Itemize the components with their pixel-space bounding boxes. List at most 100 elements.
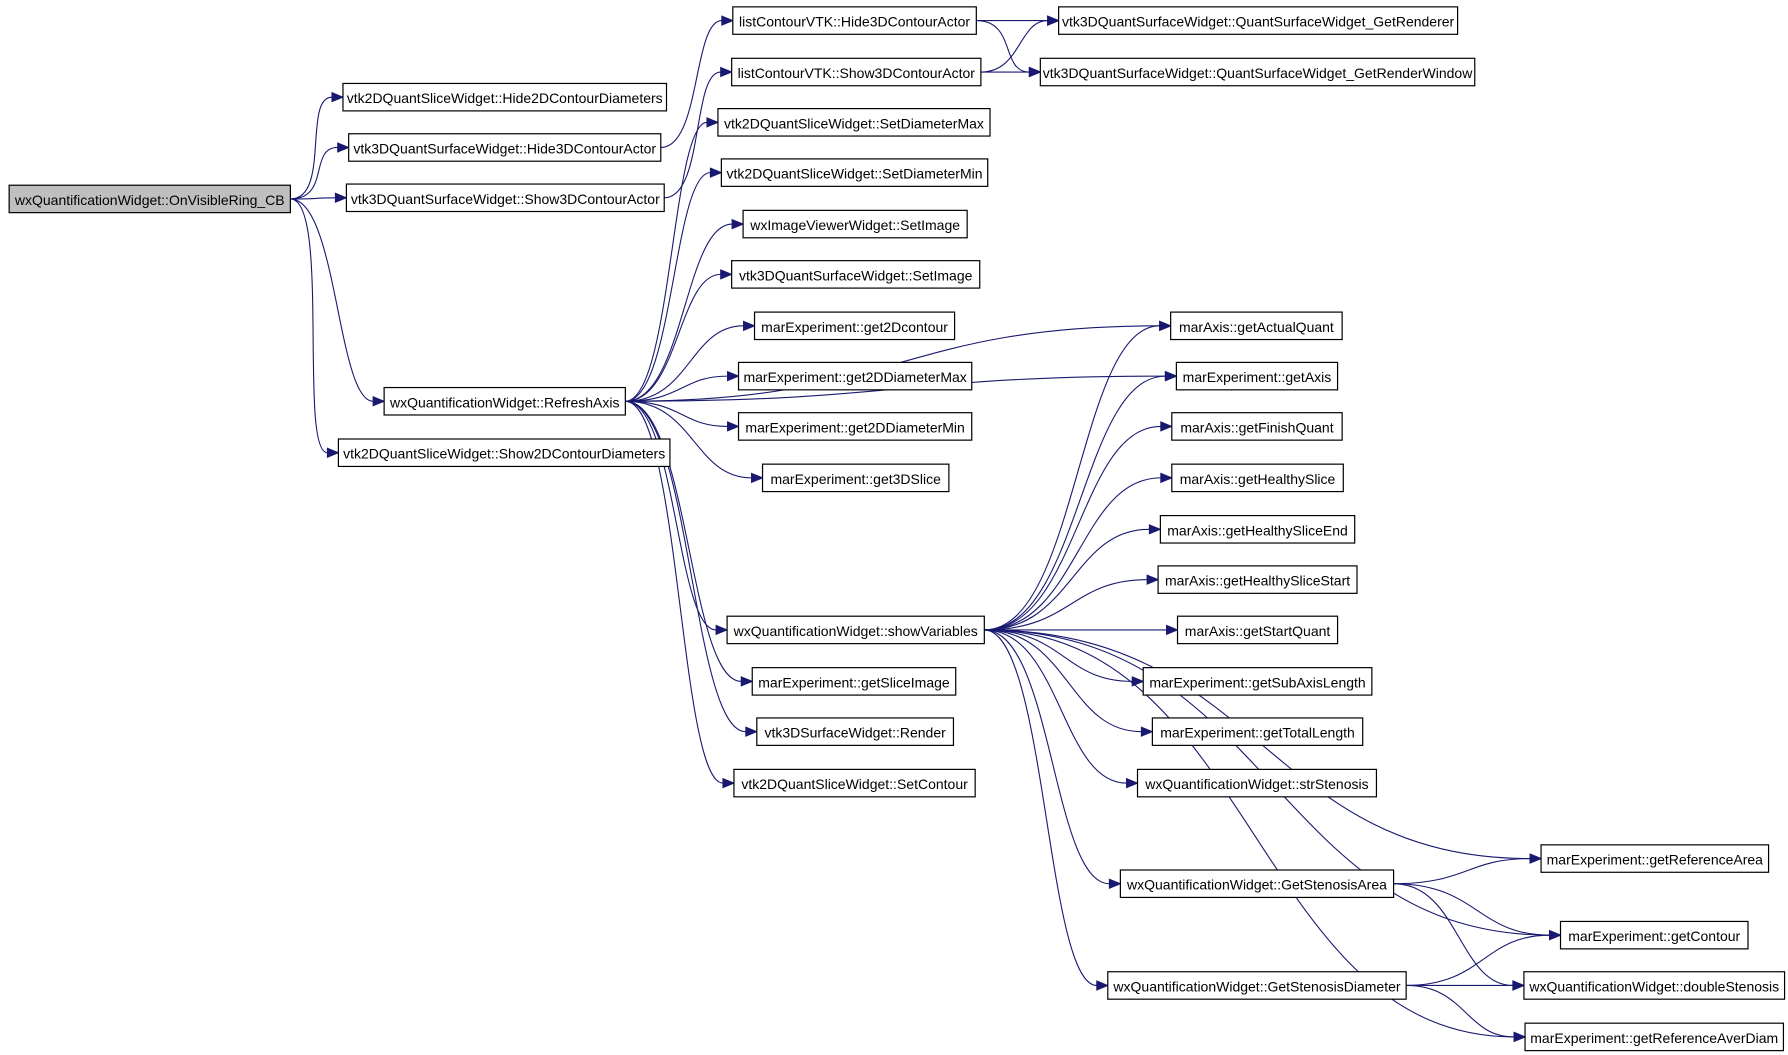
node-box[interactable] <box>1107 971 1407 1000</box>
graph-node[interactable]: vtk2DQuantSliceWidget::SetContour <box>733 768 976 798</box>
node-box[interactable] <box>1151 717 1364 746</box>
graph-node[interactable]: vtk3DQuantSurfaceWidget::Hide3DContourAc… <box>348 133 662 162</box>
graph-node[interactable]: vtk3DQuantSurfaceWidget::QuantSurfaceWid… <box>1058 6 1459 35</box>
node-label: marExperiment::get2DDiameterMin <box>745 419 964 435</box>
node-box[interactable] <box>1170 311 1343 341</box>
graph-node[interactable]: marAxis::getHealthySliceEnd <box>1159 514 1356 544</box>
edge-n18-n24 <box>984 425 1161 631</box>
graph-node[interactable]: vtk2DQuantSliceWidget::SetDiameterMin <box>720 158 989 187</box>
node-box[interactable] <box>761 463 950 493</box>
graph-node[interactable]: marExperiment::get2DDiameterMax <box>737 361 973 391</box>
node-box[interactable] <box>742 209 968 239</box>
edge-n4-n10 <box>625 121 708 402</box>
node-box[interactable] <box>1176 615 1339 645</box>
graph-node[interactable]: marAxis::getStartQuant <box>1176 615 1339 645</box>
edge-n4-n11 <box>625 172 711 402</box>
node-box[interactable] <box>1039 57 1476 87</box>
arrowhead-icon <box>1108 878 1122 889</box>
node-box[interactable] <box>8 184 291 214</box>
arrowhead-icon <box>1548 929 1562 941</box>
graph-node[interactable]: vtk3DSurfaceWidget::Render <box>756 717 955 746</box>
node-box[interactable] <box>1540 844 1770 873</box>
graph-node[interactable]: marExperiment::getSubAxisLength <box>1142 667 1373 696</box>
node-label: vtk2DQuantSliceWidget::SetDiameterMin <box>727 166 983 182</box>
graph-node[interactable]: wxQuantificationWidget::GetStenosisArea <box>1119 869 1395 899</box>
graph-node[interactable]: wxImageViewerWidget::SetImage <box>742 209 968 239</box>
graph-node[interactable]: vtk3DQuantSurfaceWidget::Show3DContourAc… <box>345 183 665 213</box>
arrowhead-icon <box>751 472 764 484</box>
node-box[interactable] <box>1175 361 1339 391</box>
node-box[interactable] <box>1171 412 1343 441</box>
graph-node[interactable]: wxQuantificationWidget::strStenosis <box>1136 768 1378 798</box>
edge-n18-n25 <box>984 477 1161 631</box>
node-box[interactable] <box>737 412 973 441</box>
arrowhead-icon <box>706 117 720 128</box>
arrowhead-icon <box>1529 853 1543 864</box>
graph-node[interactable]: wxQuantificationWidget::doubleStenosis <box>1523 971 1786 1000</box>
node-box[interactable] <box>1523 971 1786 1000</box>
node-box[interactable] <box>726 615 985 645</box>
graph-node[interactable]: marExperiment::getReferenceArea <box>1540 844 1770 873</box>
graph-node[interactable]: vtk2DQuantSliceWidget::Show2DContourDiam… <box>337 438 671 468</box>
edge-n4-n16 <box>625 400 728 427</box>
graph-node[interactable]: marAxis::getHealthySliceStart <box>1157 565 1358 594</box>
node-box[interactable] <box>1171 463 1344 493</box>
arrowhead-icon <box>727 370 740 382</box>
node-box[interactable] <box>342 82 668 112</box>
node-box[interactable] <box>751 667 957 696</box>
graph-node[interactable]: wxQuantificationWidget::showVariables <box>726 615 985 645</box>
edge-n4-n18 <box>625 400 717 631</box>
node-box[interactable] <box>383 386 626 416</box>
graph-node[interactable]: marExperiment::getSliceImage <box>751 667 957 696</box>
graph-node[interactable]: listContourVTK::Show3DContourActor <box>731 57 982 87</box>
node-box[interactable] <box>731 260 981 289</box>
graph-node[interactable]: listContourVTK::Hide3DContourActor <box>732 6 977 35</box>
node-box[interactable] <box>753 311 956 341</box>
graph-node[interactable]: marAxis::getHealthySlice <box>1171 463 1344 493</box>
arrowhead-icon <box>727 421 740 432</box>
graph-node[interactable]: marExperiment::get2Dcontour <box>753 311 956 341</box>
graph-node[interactable]: marExperiment::getContour <box>1559 920 1749 950</box>
arrowhead-icon <box>1140 726 1154 737</box>
graph-node[interactable]: marExperiment::getAxis <box>1175 361 1339 391</box>
arrowhead-icon <box>1160 421 1174 432</box>
graph-node[interactable]: marExperiment::get2DDiameterMin <box>737 412 973 441</box>
graph-node[interactable]: marExperiment::get3DSlice <box>761 463 950 493</box>
graph-node[interactable]: vtk2DQuantSliceWidget::Hide2DContourDiam… <box>342 82 668 112</box>
node-box[interactable] <box>733 768 976 798</box>
graph-node[interactable]: marAxis::getActualQuant <box>1170 311 1343 341</box>
node-box[interactable] <box>1142 667 1373 696</box>
arrowhead-icon <box>1166 624 1179 636</box>
node-label: marExperiment::getAxis <box>1183 369 1332 385</box>
node-box[interactable] <box>732 6 977 35</box>
graph-node[interactable]: marAxis::getFinishQuant <box>1171 412 1343 441</box>
node-box[interactable] <box>1559 920 1749 950</box>
graph-node[interactable]: marExperiment::getReferenceAverDiam <box>1524 1022 1785 1052</box>
node-box[interactable] <box>720 158 989 187</box>
graph-node[interactable]: wxQuantificationWidget::OnVisibleRing_CB <box>8 184 291 214</box>
node-box[interactable] <box>1058 6 1459 35</box>
node-box[interactable] <box>348 133 662 162</box>
node-box[interactable] <box>337 438 671 468</box>
graph-node[interactable]: vtk3DQuantSurfaceWidget::SetImage <box>731 260 981 289</box>
edges-layer <box>290 15 1562 1043</box>
graph-node[interactable]: vtk3DQuantSurfaceWidget::QuantSurfaceWid… <box>1039 57 1476 87</box>
graph-node[interactable]: wxQuantificationWidget::GetStenosisDiame… <box>1107 971 1407 1000</box>
node-box[interactable] <box>1136 768 1378 798</box>
node-label: vtk3DSurfaceWidget::Render <box>764 725 946 741</box>
graph-node[interactable]: marExperiment::getTotalLength <box>1151 717 1364 746</box>
node-box[interactable] <box>1119 869 1395 899</box>
node-box[interactable] <box>717 108 991 137</box>
node-box[interactable] <box>756 717 955 746</box>
node-box[interactable] <box>1157 565 1358 594</box>
arrowhead-icon <box>331 91 345 103</box>
node-box[interactable] <box>737 361 973 391</box>
graph-node[interactable]: wxQuantificationWidget::RefreshAxis <box>383 386 626 416</box>
graph-node[interactable]: vtk2DQuantSliceWidget::SetDiameterMax <box>717 108 991 137</box>
node-box[interactable] <box>1159 514 1356 544</box>
node-box[interactable] <box>731 57 982 87</box>
arrowhead-icon <box>1159 320 1172 332</box>
node-box[interactable] <box>1524 1022 1785 1052</box>
node-box[interactable] <box>345 183 665 213</box>
